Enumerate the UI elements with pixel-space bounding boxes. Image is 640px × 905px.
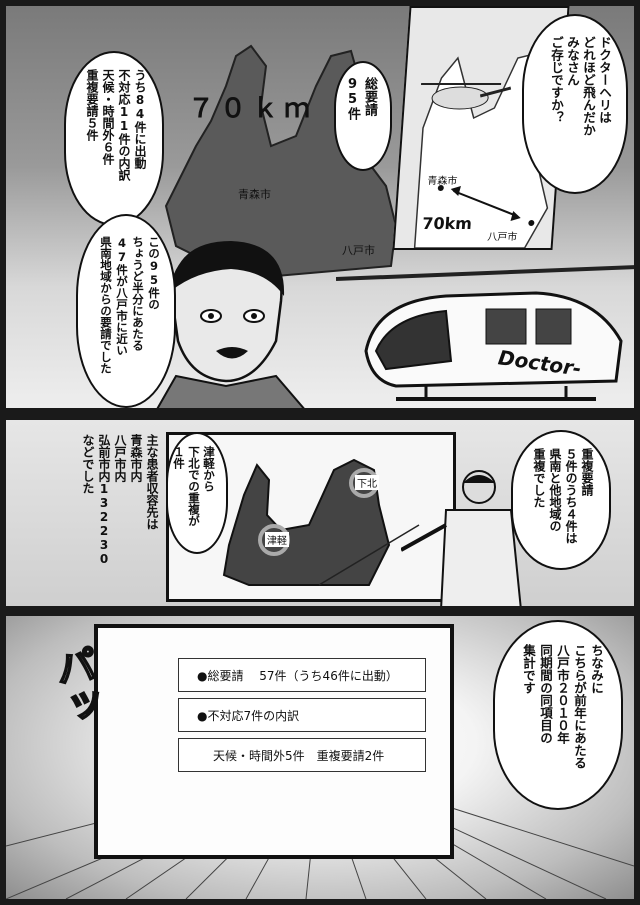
narration-box-hospitals: 主な患者収容先は 青森市内 八戸市内 弘前市内132230 などでした	[62, 430, 162, 570]
bubble-breakdown-text: うち84件に出動 不対応11件の内訳 天候・時間外６件 重複要請５件	[85, 69, 147, 181]
presenter-figure	[401, 470, 522, 606]
inset-city-aomori: 青森市	[426, 176, 458, 187]
speech-bubble-tsugaru: 津軽から 下北での重複が １件	[166, 432, 228, 554]
info-row-details: 天候・時間外5件 重複要請2件	[178, 738, 426, 772]
info-row-non-response: ●不対応7件の内訳	[178, 698, 426, 732]
map-distance-big: ７０ｋｍ	[188, 94, 317, 124]
sfx-pa: パッ	[46, 642, 105, 730]
speech-bubble-doctor-heli: ドクターヘリは どれほど飛んだか みなさん ご存じですか？	[522, 14, 628, 194]
bubble-doctor-heli-text: ドクターヘリは どれほど飛んだか みなさん ご存じですか？	[549, 36, 612, 136]
inset-distance: 70km	[421, 214, 473, 233]
screen-label-tsugaru: 津軽	[265, 532, 289, 547]
speech-bubble-total-requests: 総要請 95件	[334, 61, 392, 171]
helicopter-illustration	[336, 265, 634, 401]
panel-3: ●総要請 57件（うち46件に出動） ●不対応7件の内訳 天候・時間外5件 重複…	[6, 616, 634, 899]
inset-map: 青森市 八戸市 70km	[392, 6, 570, 250]
speech-bubble-half: この95件の ちょうど半分にあたる 47件が八戸市に近い 県南地域からの要請でし…	[76, 214, 176, 408]
bubble-half-text: この95件の ちょうど半分にあたる 47件が八戸市に近い 県南地域からの要請でし…	[99, 236, 161, 374]
panel-2: 下北 津軽 重複要請 ５件のうち４件は 県南と他地域の 重複でした 津軽から 下…	[6, 420, 634, 606]
map-city-aomori: 青森市	[238, 188, 271, 201]
bubble-overlap-text: 重複要請 ５件のうち４件は 県南と他地域の 重複でした	[532, 448, 594, 544]
bubble-previous-year-text: ちなみに こちらが前年にあたる 八戸市２０１０年 同期間の同項目の 集計です	[521, 644, 604, 769]
doctor-character-face	[156, 241, 305, 408]
screen-label-shimokita: 下北	[355, 475, 379, 490]
narration-hospitals-text: 主な患者収容先は 青森市内 八戸市内 弘前市内132230 などでした	[81, 434, 159, 566]
map-city-hachinohe: 八戸市	[342, 244, 375, 257]
speech-bubble-overlap: 重複要請 ５件のうち４件は 県南と他地域の 重複でした	[511, 430, 611, 570]
info-table: ●総要請 57件（うち46件に出動） ●不対応7件の内訳 天候・時間外5件 重複…	[178, 658, 426, 772]
inset-city-hachinohe: 八戸市	[486, 232, 518, 243]
info-row-total: ●総要請 57件（うち46件に出動）	[178, 658, 426, 692]
inset-map-land	[413, 52, 549, 248]
panel-1: ７０ｋｍ 青森市 八戸市 青森市 八戸市 70km	[6, 6, 634, 408]
bubble-tsugaru-text: 津軽から 下北での重複が １件	[172, 446, 216, 527]
speech-bubble-previous-year: ちなみに こちらが前年にあたる 八戸市２０１０年 同期間の同項目の 集計です	[493, 620, 623, 810]
bubble-total-requests-text: 総要請 95件	[345, 77, 377, 120]
speech-bubble-breakdown: うち84件に出動 不対応11件の内訳 天候・時間外６件 重複要請５件	[64, 51, 164, 226]
